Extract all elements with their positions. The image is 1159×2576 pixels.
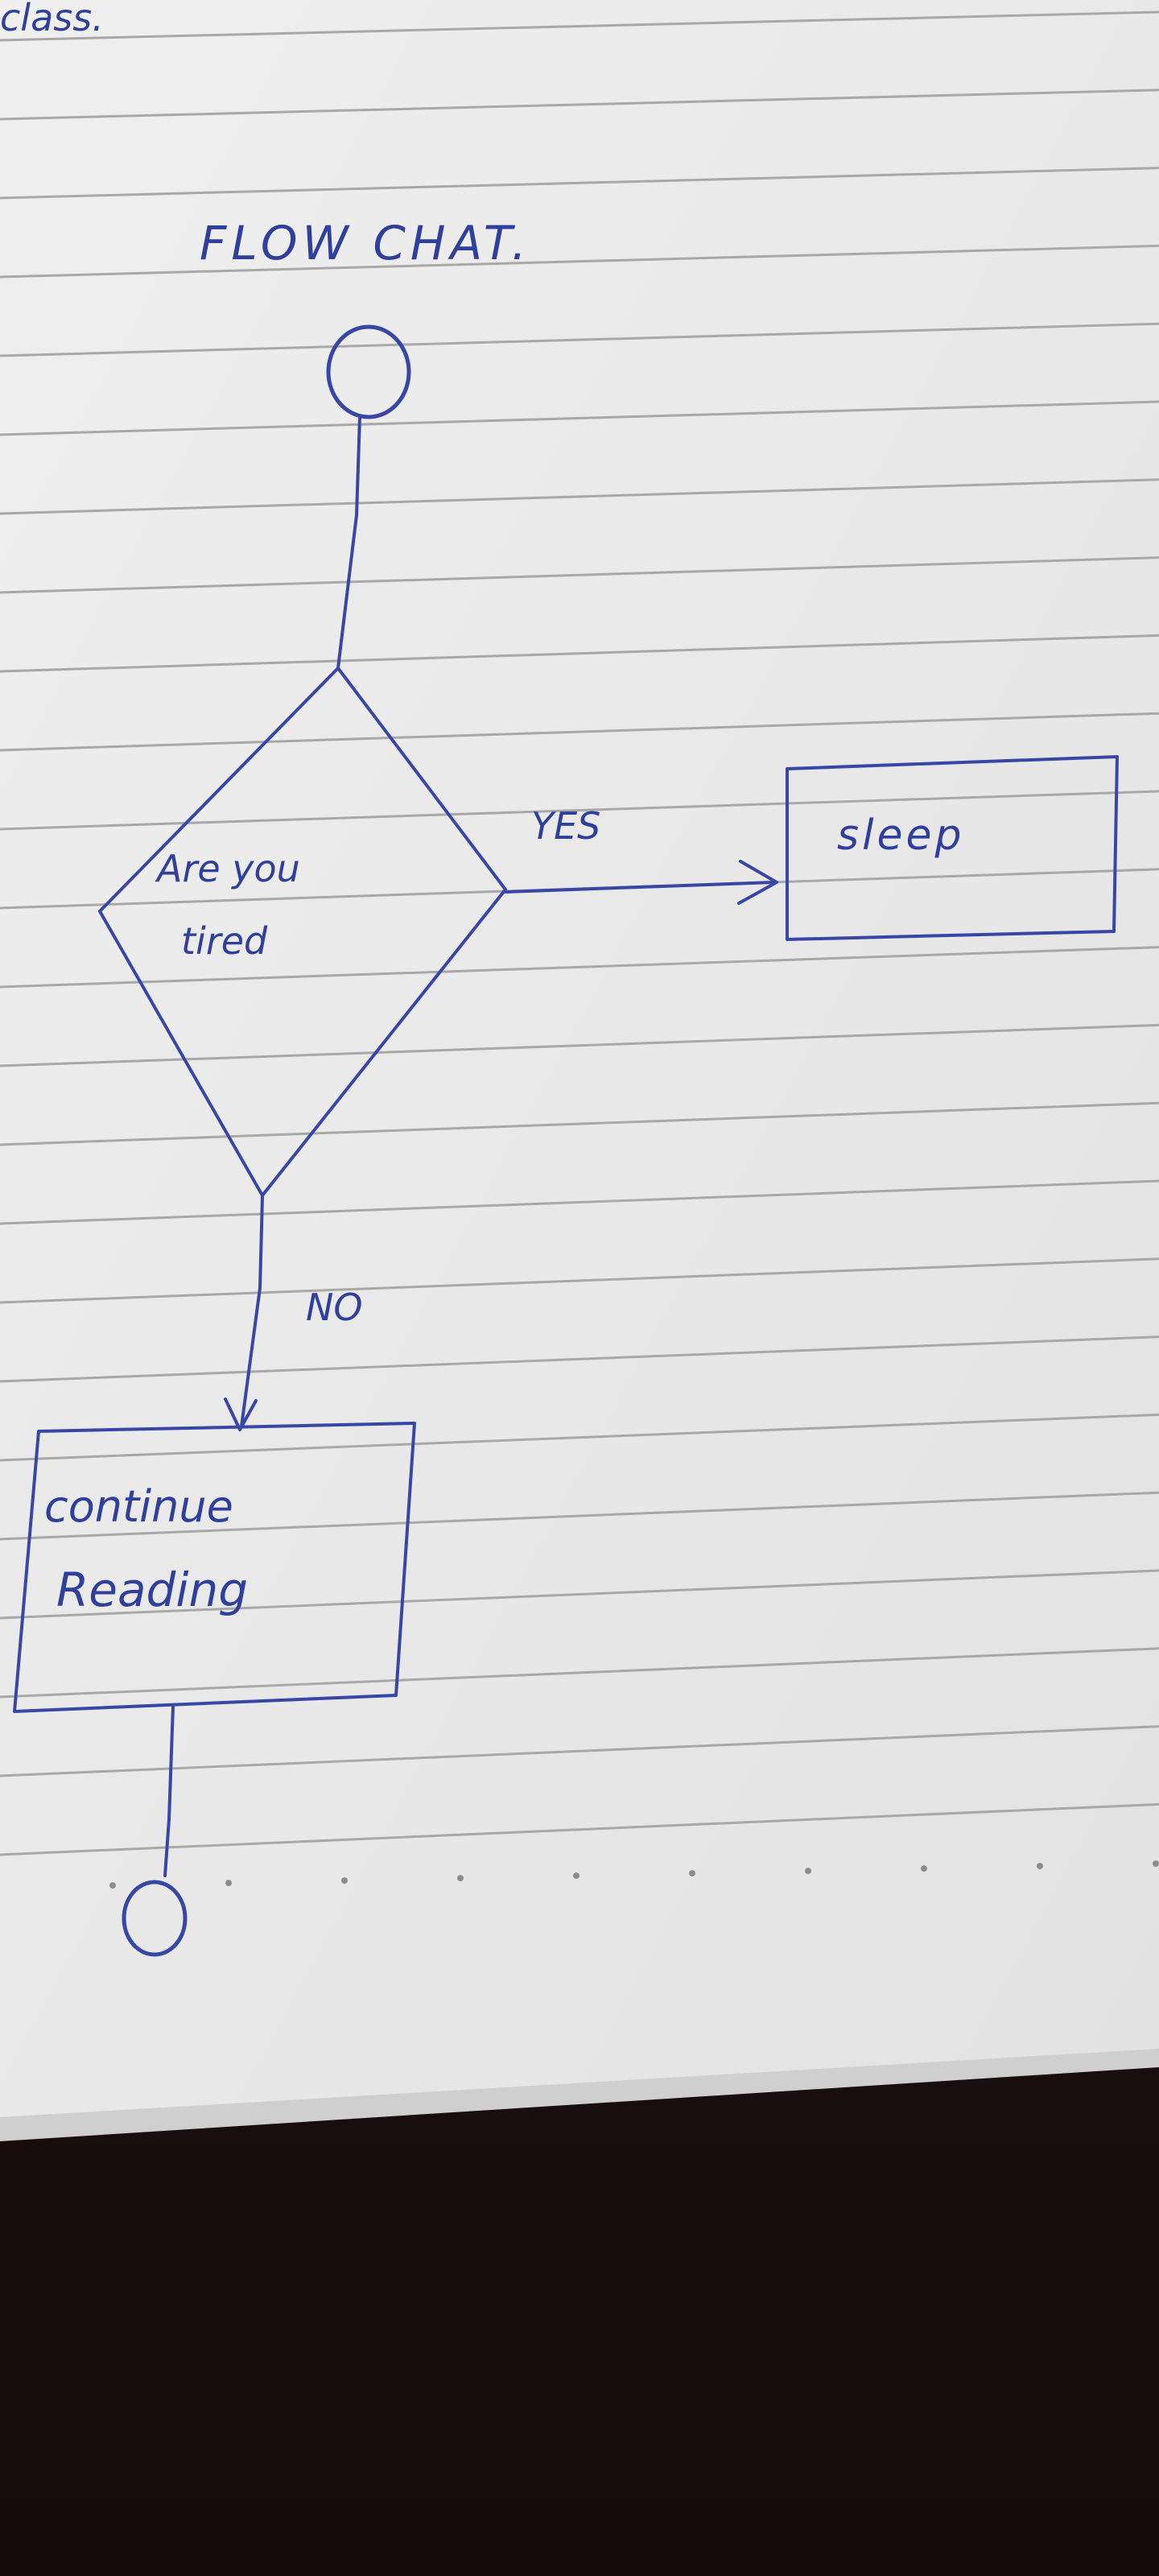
guide-dot <box>805 1868 811 1875</box>
ruled-line <box>0 1647 1159 1699</box>
decision-diamond <box>98 667 507 1197</box>
ruled-line <box>0 322 1159 357</box>
ruled-line <box>0 1335 1159 1383</box>
yes-arrow-line <box>504 881 776 894</box>
ruled-line <box>0 167 1159 200</box>
ruled-line <box>0 712 1159 752</box>
ruled-line <box>0 1023 1159 1067</box>
yes-arrow-head <box>737 860 778 905</box>
no-arrow-head <box>224 1397 258 1431</box>
page-title: FLOW CHAT. <box>200 216 531 270</box>
ruled-line <box>0 1413 1159 1462</box>
continue-box-line-1: continue <box>44 1481 233 1532</box>
guide-dot <box>109 1882 116 1889</box>
notebook-paper <box>0 0 1159 2133</box>
no-label: NO <box>306 1286 363 1329</box>
ruled-line <box>0 1569 1159 1620</box>
corner-text: class. <box>0 0 104 39</box>
guide-dot <box>225 1880 232 1887</box>
ruled-line <box>0 1101 1159 1146</box>
guide-dot <box>1037 1863 1043 1870</box>
continue-reading-box <box>13 1422 416 1713</box>
ruled-line <box>0 1491 1159 1541</box>
ruled-line <box>0 634 1159 673</box>
ruled-line <box>0 556 1159 594</box>
ruled-line <box>0 89 1159 121</box>
sleep-box-label: sleep <box>837 811 965 860</box>
paper-edge <box>0 2049 1159 2141</box>
ruled-line <box>0 400 1159 436</box>
end-connector <box>163 1705 175 1877</box>
ruled-line <box>0 946 1159 989</box>
ruled-line <box>0 1802 1159 1856</box>
ruled-lines <box>0 10 1159 1856</box>
ruled-line <box>0 1179 1159 1225</box>
dotted-guide <box>109 1860 1159 1889</box>
guide-dot <box>457 1875 464 1882</box>
guide-dot <box>921 1865 927 1872</box>
guide-dot <box>1153 1860 1159 1868</box>
yes-label: YES <box>531 804 600 848</box>
ruled-line <box>0 790 1159 831</box>
start-connector <box>336 415 361 670</box>
guide-dot <box>689 1870 695 1877</box>
end-terminal <box>122 1880 188 1957</box>
start-terminal <box>326 324 411 419</box>
ruled-line <box>0 10 1159 42</box>
ruled-line <box>0 1257 1159 1304</box>
decision-line-1: Are you <box>155 847 300 890</box>
no-arrow-line <box>240 1195 264 1428</box>
guide-dot <box>573 1872 580 1880</box>
continue-box-line-2: Reading <box>56 1563 248 1617</box>
ruled-line <box>0 1725 1159 1777</box>
decision-line-2: tired <box>181 919 268 963</box>
guide-dot <box>341 1877 348 1885</box>
ruled-line <box>0 244 1159 279</box>
ruled-line <box>0 478 1159 515</box>
sleep-box <box>786 755 1119 941</box>
